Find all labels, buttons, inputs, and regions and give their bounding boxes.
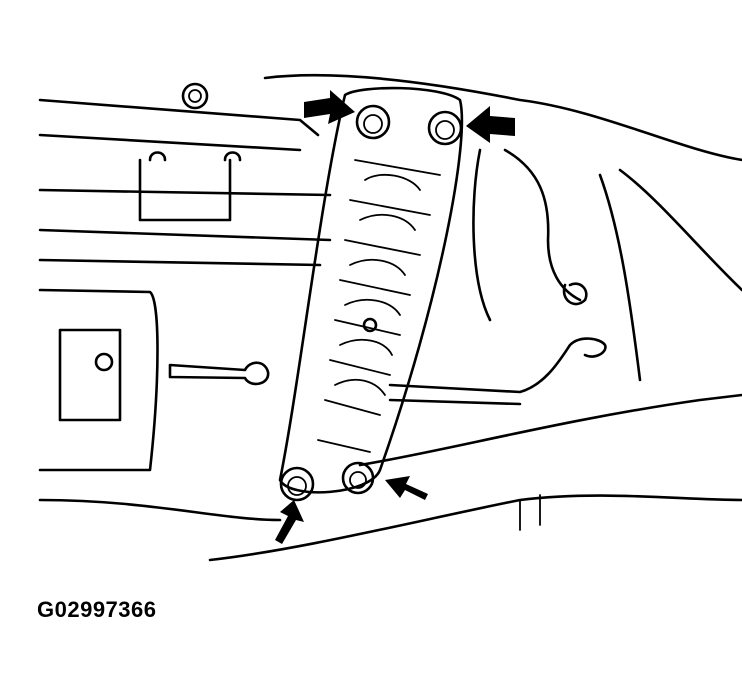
vehicle-body-outline xyxy=(38,73,742,562)
arrow-top-left-icon xyxy=(304,90,355,124)
arrow-bottom-right-icon xyxy=(385,476,428,500)
figure-id-label: G02997366 xyxy=(37,597,157,622)
arrows xyxy=(275,90,515,544)
bolt-bottom-right xyxy=(341,461,375,495)
arrow-bottom-left-icon xyxy=(275,500,304,544)
bracket xyxy=(278,86,464,494)
arrow-top-right-icon xyxy=(466,106,515,143)
bolt-bottom-left xyxy=(279,466,315,502)
bolt-top-right xyxy=(427,110,463,146)
bolt-top-left xyxy=(355,104,391,140)
bolts xyxy=(279,104,463,502)
